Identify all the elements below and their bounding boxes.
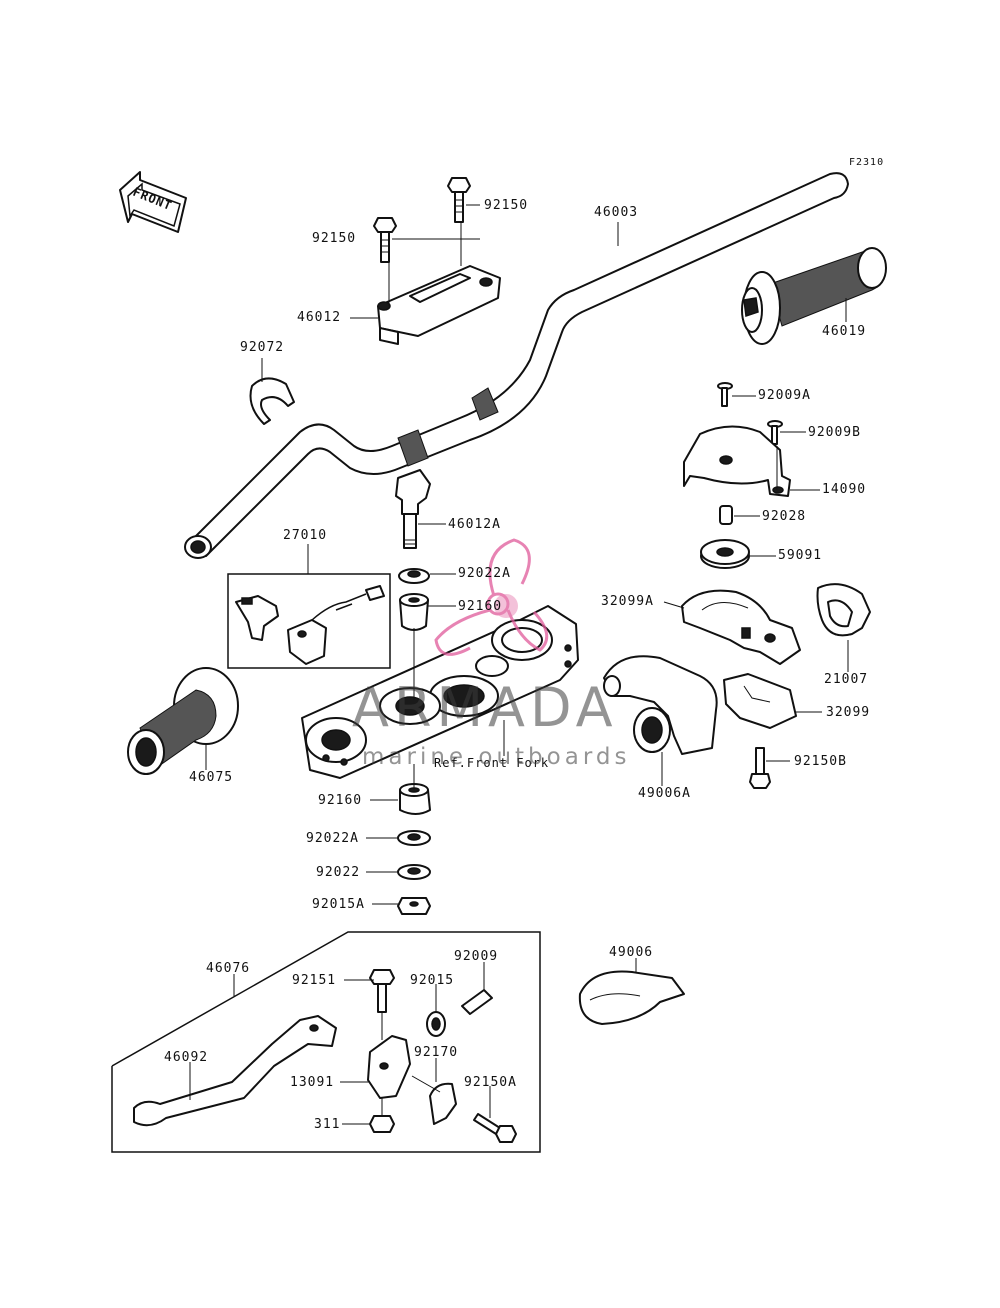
- right-grip: [741, 247, 887, 345]
- washer-92022a-bottom: [397, 830, 431, 846]
- label-13091: 13091: [290, 1075, 335, 1090]
- label-92022: 92022: [316, 865, 361, 880]
- label-46012a: 46012A: [448, 517, 501, 532]
- steering-stem-head: [301, 605, 579, 779]
- throttle-housing-lower: [723, 673, 797, 729]
- label-21007: 21007: [824, 672, 869, 687]
- label-46075: 46075: [189, 770, 234, 785]
- bolt-92150b: [749, 747, 771, 789]
- clamp-post-46012a: [395, 469, 431, 549]
- throttle-cover: [683, 425, 791, 497]
- label-92170: 92170: [414, 1045, 459, 1060]
- screw-92009b: [767, 420, 783, 445]
- figure-code: F2310: [849, 157, 885, 168]
- label-92150b: 92150B: [794, 754, 847, 769]
- label-92072: 92072: [240, 340, 285, 355]
- label-92150a: 92150A: [464, 1075, 517, 1090]
- watermark-propeller-icon: [434, 538, 549, 656]
- label-46003: 46003: [594, 205, 639, 220]
- label-92160-top: 92160: [458, 599, 503, 614]
- label-ref-front-fork: Ref.Front Fork: [434, 756, 550, 770]
- washer-92022a-top: [398, 568, 430, 584]
- bolt-92150-left: [373, 217, 397, 263]
- throttle-housing-upper: [681, 589, 801, 665]
- bolt-92150-right: [447, 177, 471, 223]
- pulley-59091: [700, 539, 750, 569]
- label-27010: 27010: [283, 528, 328, 543]
- label-92150-left: 92150: [312, 231, 357, 246]
- label-49006: 49006: [609, 945, 654, 960]
- label-92151: 92151: [292, 973, 337, 988]
- label-49006a: 49006A: [638, 786, 691, 801]
- label-32099: 32099: [826, 705, 871, 720]
- label-92160-bottom: 92160: [318, 793, 363, 808]
- damper-92160-bottom: [399, 783, 431, 815]
- label-92028: 92028: [762, 509, 807, 524]
- label-311: 311: [314, 1117, 341, 1132]
- label-92150-right: 92150: [484, 198, 529, 213]
- label-92009: 92009: [454, 949, 499, 964]
- switch-assembly-27010: [227, 573, 391, 669]
- collar-92028: [719, 505, 733, 525]
- label-92022a-top: 92022A: [458, 566, 511, 581]
- clutch-lever-assembly: [111, 931, 541, 1153]
- clip-92072: [249, 377, 295, 425]
- watermark-brand: ARMADA: [352, 676, 618, 739]
- label-46076: 46076: [206, 961, 251, 976]
- label-14090: 14090: [822, 482, 867, 497]
- label-92015: 92015: [410, 973, 455, 988]
- handlebar-clamp: [377, 265, 501, 345]
- handlebar: [184, 172, 849, 559]
- label-46019: 46019: [822, 324, 867, 339]
- label-46092: 46092: [164, 1050, 209, 1065]
- switch-21007: [816, 583, 871, 637]
- nut-92015a: [397, 897, 431, 915]
- damper-92160-top: [399, 593, 429, 631]
- label-92009b: 92009B: [808, 425, 861, 440]
- front-arrow-icon: [119, 171, 187, 233]
- screw-92009a: [717, 382, 733, 407]
- left-grip: [127, 667, 239, 775]
- label-59091: 59091: [778, 548, 823, 563]
- watermark-tagline: marine outboards: [362, 744, 631, 770]
- washer-92022: [397, 864, 431, 880]
- label-92009a: 92009A: [758, 388, 811, 403]
- label-32099a: 32099A: [601, 594, 654, 609]
- label-92022a-bottom: 92022A: [306, 831, 359, 846]
- label-46012: 46012: [297, 310, 342, 325]
- leader-lines: [189, 204, 849, 1125]
- holder-49006a: [603, 655, 718, 755]
- lever-cover-49006: [578, 970, 685, 1025]
- label-92015a: 92015A: [312, 897, 365, 912]
